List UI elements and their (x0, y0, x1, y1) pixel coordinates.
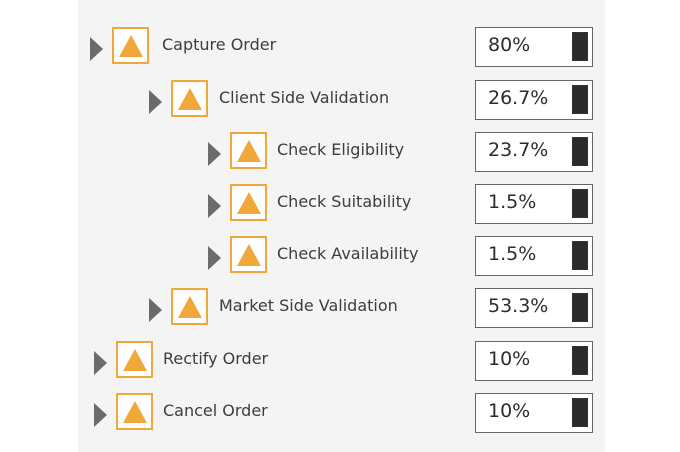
warning-icon (230, 236, 267, 273)
percent-value: 53.3% (488, 295, 549, 317)
row-label: Check Eligibility (277, 140, 405, 159)
row-label: Client Side Validation (219, 88, 390, 107)
warning-icon (112, 27, 149, 64)
progress-bar (572, 346, 588, 375)
percent-box: 1.5% (475, 236, 593, 276)
progress-fill (573, 138, 587, 165)
percent-box: 1.5% (475, 184, 593, 224)
expand-arrow-icon[interactable] (90, 37, 103, 61)
progress-fill (573, 242, 587, 269)
progress-bar (572, 137, 588, 166)
percent-box: 80% (475, 27, 593, 67)
percent-value: 80% (488, 34, 531, 56)
row-label: Check Availability (277, 244, 419, 263)
warning-icon (230, 184, 267, 221)
percent-box: 53.3% (475, 288, 593, 328)
progress-bar (572, 85, 588, 114)
row-label: Market Side Validation (219, 296, 398, 315)
progress-fill (573, 33, 587, 60)
progress-fill (573, 347, 587, 374)
percent-box: 10% (475, 393, 593, 433)
tree-row-market-side-validation[interactable]: Market Side Validation 53.3% (0, 288, 680, 332)
warning-icon (171, 80, 208, 117)
progress-fill (573, 190, 587, 217)
warning-icon (171, 288, 208, 325)
tree-row-capture-order[interactable]: Capture Order 80% (0, 27, 680, 71)
tree-row-check-eligibility[interactable]: Check Eligibility 23.7% (0, 132, 680, 176)
warning-icon (116, 341, 153, 378)
percent-value: 26.7% (488, 87, 549, 109)
percent-value: 10% (488, 400, 531, 422)
tree-row-check-availability[interactable]: Check Availability 1.5% (0, 236, 680, 280)
tree-row-rectify-order[interactable]: Rectify Order 10% (0, 341, 680, 385)
percent-value: 23.7% (488, 139, 549, 161)
tree-row-client-side-validation[interactable]: Client Side Validation 26.7% (0, 80, 680, 124)
expand-arrow-icon[interactable] (208, 246, 221, 270)
progress-fill (573, 294, 587, 321)
progress-bar (572, 293, 588, 322)
percent-box: 26.7% (475, 80, 593, 120)
expand-arrow-icon[interactable] (208, 194, 221, 218)
expand-arrow-icon[interactable] (208, 142, 221, 166)
percent-value: 10% (488, 348, 531, 370)
warning-icon (230, 132, 267, 169)
percent-box: 23.7% (475, 132, 593, 172)
row-label: Cancel Order (163, 401, 268, 420)
warning-icon (116, 393, 153, 430)
row-label: Rectify Order (163, 349, 269, 368)
progress-bar (572, 398, 588, 427)
percent-box: 10% (475, 341, 593, 381)
tree-row-check-suitability[interactable]: Check Suitability 1.5% (0, 184, 680, 228)
expand-arrow-icon[interactable] (94, 351, 107, 375)
progress-bar (572, 241, 588, 270)
expand-arrow-icon[interactable] (94, 403, 107, 427)
progress-fill (573, 399, 587, 426)
tree-row-cancel-order[interactable]: Cancel Order 10% (0, 393, 680, 437)
progress-bar (572, 32, 588, 61)
expand-arrow-icon[interactable] (149, 298, 162, 322)
row-label: Capture Order (162, 35, 277, 54)
percent-value: 1.5% (488, 243, 537, 265)
progress-bar (572, 189, 588, 218)
progress-fill (573, 86, 587, 113)
expand-arrow-icon[interactable] (149, 90, 162, 114)
row-label: Check Suitability (277, 192, 412, 211)
percent-value: 1.5% (488, 191, 537, 213)
